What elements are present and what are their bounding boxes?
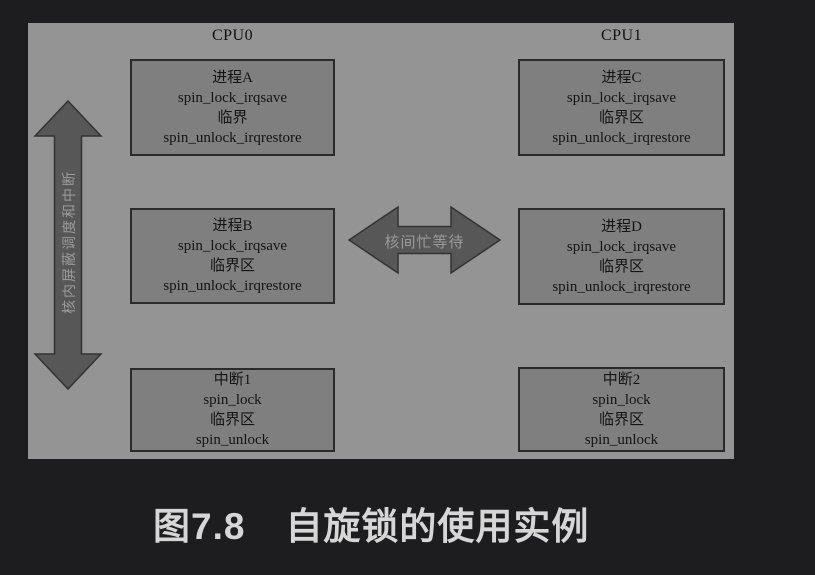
box-process-b: 进程B spin_lock_irqsave 临界区 spin_unlock_ir…: [130, 208, 335, 304]
box-line: spin_lock_irqsave: [177, 89, 288, 106]
box-line: 临界区: [209, 258, 255, 274]
box-line: spin_unlock_irqrestore: [552, 129, 691, 146]
figure-title: 自旋锁的使用实例: [285, 506, 590, 547]
figure-caption: 图7.8 自旋锁的使用实例: [153, 496, 589, 550]
box-line: spin_unlock_irqrestore: [552, 278, 691, 295]
box-line: spin_lock_irqsave: [566, 238, 677, 255]
box-title: 中断2: [602, 371, 641, 388]
box-line: spin_lock_irqsave: [566, 89, 677, 106]
box-process-d: 进程D spin_lock_irqsave 临界区 spin_unlock_ir…: [518, 208, 725, 305]
horizontal-double-arrow-icon: [347, 205, 502, 275]
box-title: 进程B: [212, 218, 253, 234]
box-title: 中断1: [213, 372, 252, 388]
box-line: 临界: [217, 109, 248, 126]
box-line: spin_unlock_irqrestore: [163, 129, 302, 146]
box-title: 进程A: [212, 69, 253, 86]
box-line: 临界区: [209, 412, 255, 428]
box-interrupt-2: 中断2 spin_lock 临界区 spin_unlock: [518, 367, 725, 452]
box-process-c: 进程C spin_lock_irqsave 临界区 spin_unlock_ir…: [518, 59, 725, 156]
box-line: spin_unlock: [584, 431, 659, 448]
horizontal-arrow-label: 核间忙等待: [384, 235, 465, 251]
box-line: 临界区: [598, 411, 644, 428]
box-process-a: 进程A spin_lock_irqsave 临界 spin_unlock_irq…: [130, 59, 335, 156]
box-interrupt-1: 中断1 spin_lock 临界区 spin_unlock: [130, 368, 335, 452]
cpu1-label: CPU1: [600, 27, 643, 44]
box-line: spin_unlock_irqrestore: [163, 278, 302, 294]
vertical-double-arrow-icon: [33, 99, 103, 391]
box-title: 进程C: [601, 69, 642, 86]
cpu0-label: CPU0: [211, 27, 254, 44]
figure-number: 图7.8: [153, 506, 246, 547]
box-line: spin_lock: [203, 392, 262, 408]
vertical-arrow-label: 核内屏蔽调度和中断: [63, 170, 78, 314]
box-line: spin_lock_irqsave: [177, 238, 288, 254]
box-line: spin_unlock: [195, 432, 270, 448]
box-line: spin_lock: [592, 391, 651, 408]
box-title: 进程D: [601, 218, 642, 235]
box-line: 临界区: [598, 258, 644, 275]
box-line: 临界区: [598, 109, 644, 126]
